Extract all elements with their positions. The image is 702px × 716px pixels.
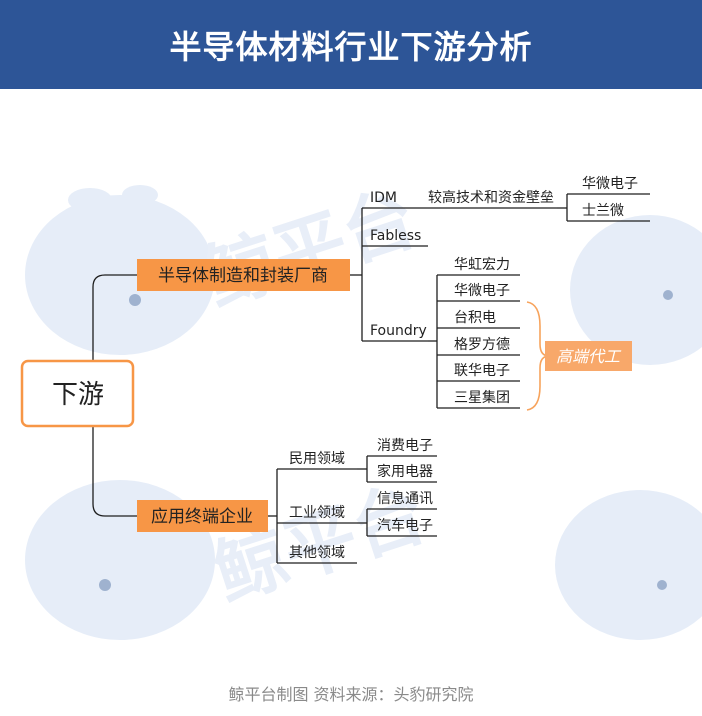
foundry-company: 格罗方德 [454,337,510,353]
foundry-company: 三星集团 [454,389,510,406]
foundry-label: Foundry [370,323,427,339]
fabless-label: Fabless [370,228,421,244]
manufacturers-node[interactable]: 半导体制造和封装厂商 [137,259,350,291]
page-title: 半导体材料行业下游分析 [169,27,533,66]
idm-note: 较高技术和资金壁垒 [428,189,554,206]
foundry-company: 联华电子 [454,363,510,379]
foundry-company: 台积电 [454,310,496,326]
idm-company: 华微电子 [582,176,638,192]
industrial-item: 信息通讯 [377,490,433,507]
root-node[interactable]: 下游 [20,359,135,428]
root-label: 下游 [52,380,104,410]
idm-company: 士兰微 [582,203,624,219]
idm-label: IDM [370,190,397,206]
industrial-item: 汽车电子 [377,517,433,534]
foundry-company: 华虹宏力 [454,257,510,273]
manufacturers-label: 半导体制造和封装厂商 [158,266,328,286]
foundry-company: 华微电子 [454,283,510,299]
civil-label: 民用领域 [289,451,345,467]
applications-node[interactable]: 应用终端企业 [137,500,268,532]
other-label: 其他领域 [289,545,345,561]
civil-item: 家用电器 [377,463,433,480]
source-footer: 鲸平台制图 资料来源：头豹研究院 [228,685,474,704]
whale-eyes-icon [99,290,673,591]
applications-label: 应用终端企业 [151,507,253,527]
connector-lines [92,193,650,564]
title-banner: 半导体材料行业下游分析 [0,0,702,89]
high-end-foundry-label: 高端代工 [556,347,622,366]
civil-item: 消费电子 [377,438,433,454]
industrial-label: 工业领域 [289,505,345,521]
high-end-foundry-tag: 高端代工 [545,341,632,371]
